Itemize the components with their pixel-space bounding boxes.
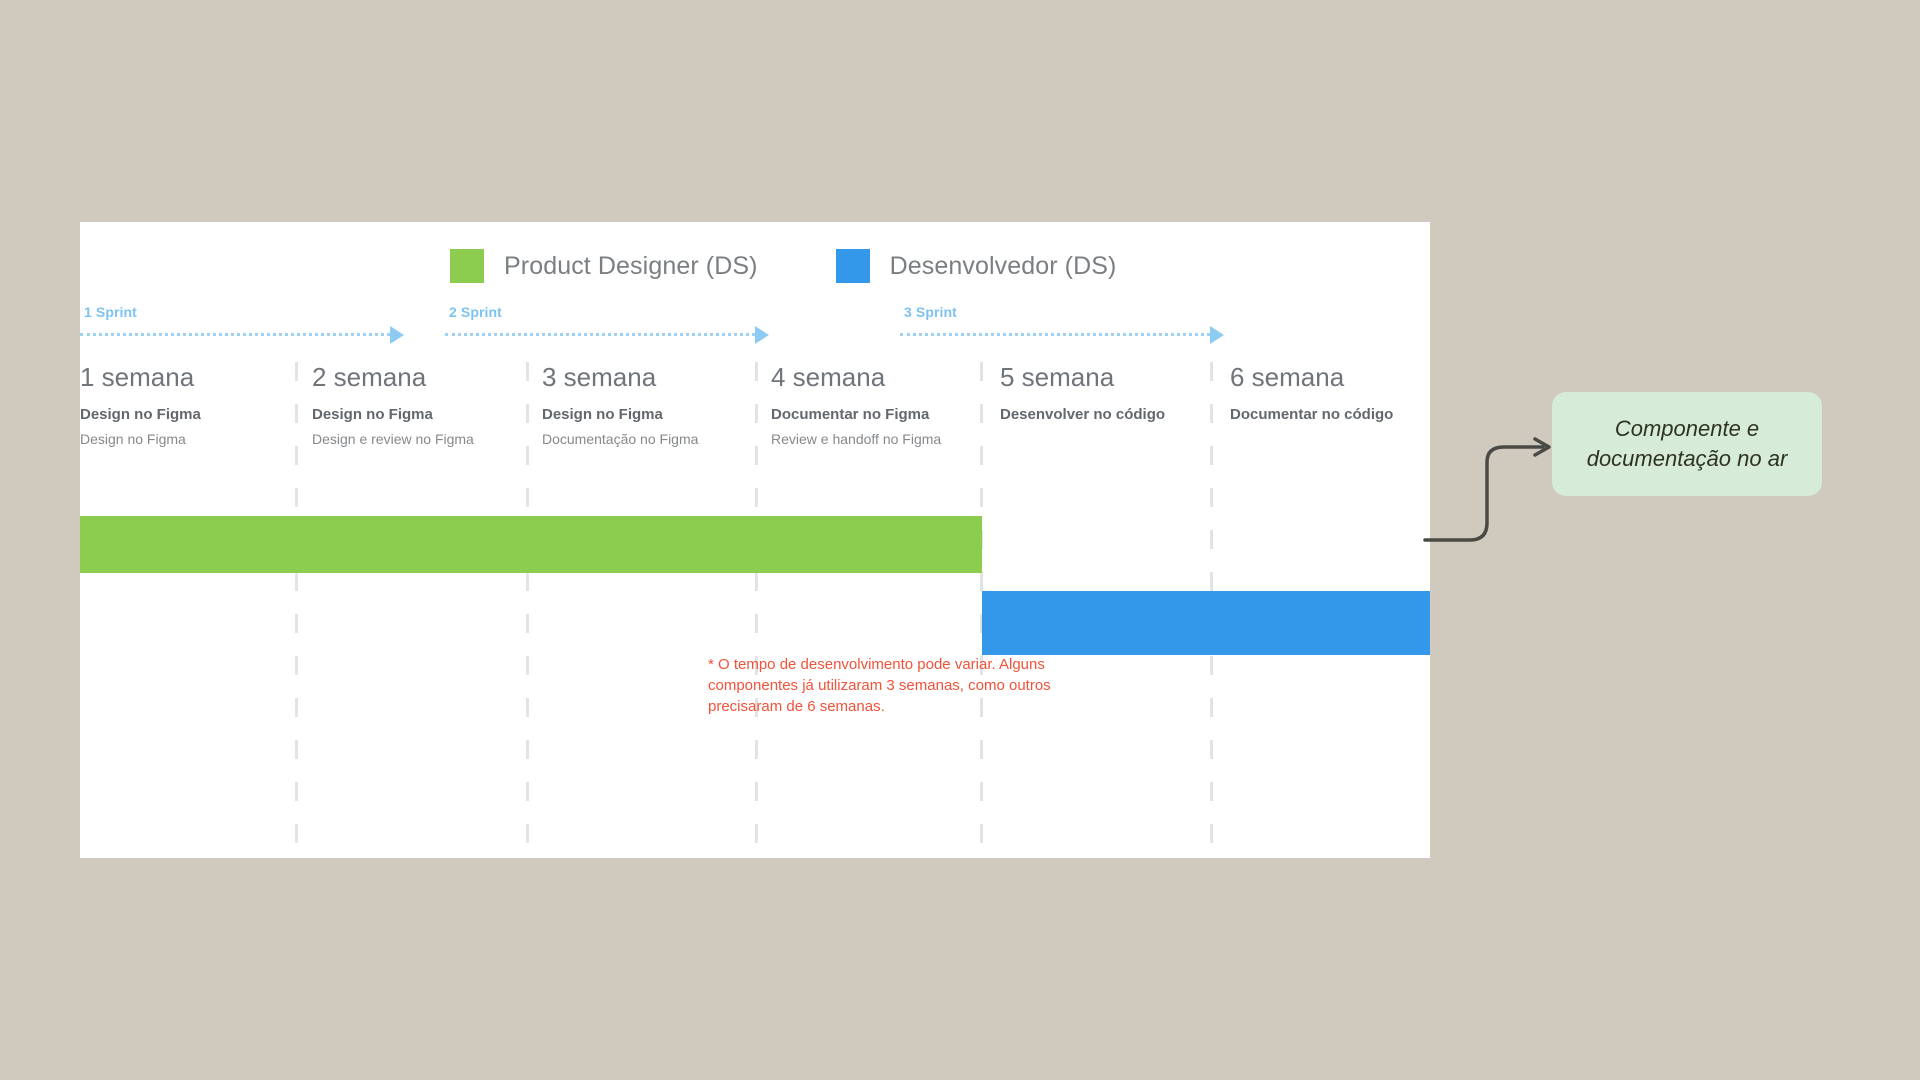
week-sub-3: Documentação no Figma [542, 431, 699, 447]
week-main-1: Design no Figma [80, 406, 201, 423]
sprint-arrow-icon-3 [1210, 326, 1224, 344]
connector-arrow-icon [1423, 437, 1551, 542]
column-divider-4 [980, 362, 983, 858]
sprint-arrow-icon-1 [390, 326, 404, 344]
sprint-band-2: 2 Sprint [445, 304, 777, 348]
gantt-bar-desenvolvedor[interactable] [982, 591, 1430, 655]
week-title-4: 4 semana [771, 362, 886, 392]
week-main-2: Design no Figma [312, 406, 433, 423]
week-column-4: 4 semana Documentar no Figma Review e ha… [771, 362, 986, 448]
legend-label-product-designer: Product Designer (DS) [504, 251, 758, 280]
sprint-band-3: 3 Sprint [900, 304, 1232, 348]
week-title-6: 6 semana [1230, 362, 1345, 392]
week-sub-1: Design no Figma [80, 431, 186, 447]
week-main-6: Documentar no código [1230, 406, 1394, 423]
sprint-band-1: 1 Sprint [80, 304, 412, 348]
sprint-label-2: 2 Sprint [449, 304, 502, 320]
sprint-label-3: 3 Sprint [904, 304, 957, 320]
column-divider-1 [295, 362, 298, 858]
legend: Product Designer (DS) Desenvolvedor (DS) [450, 249, 1116, 283]
legend-swatch-developer [835, 249, 870, 283]
week-column-2: 2 semana Design no Figma Design e review… [312, 362, 517, 448]
week-title-3: 3 semana [542, 362, 657, 392]
week-column-5: 5 semana Desenvolver no código [1000, 362, 1205, 431]
week-title-1: 1 semana [80, 362, 195, 392]
sprint-dotted-line-3 [900, 333, 1210, 336]
week-column-3: 3 semana Design no Figma Documentação no… [542, 362, 747, 448]
footnote-text: * O tempo de desenvolvimento pode variar… [708, 656, 1051, 715]
legend-item-desenvolvedor: Desenvolvedor (DS) [835, 249, 1117, 283]
week-sub-4: Review e handoff no Figma [771, 431, 942, 447]
sprint-label-1: 1 Sprint [84, 304, 137, 320]
gantt-bar-product-designer[interactable] [80, 516, 982, 573]
sprint-dotted-line-2 [445, 333, 755, 336]
week-main-3: Design no Figma [542, 406, 663, 423]
legend-label-desenvolvedor: Desenvolvedor (DS) [889, 251, 1117, 280]
legend-item-product-designer: Product Designer (DS) [450, 249, 758, 283]
callout-text: Componente e documentação no ar [1586, 416, 1788, 471]
sprint-dotted-line-1 [80, 333, 390, 336]
week-title-2: 2 semana [312, 362, 427, 392]
timeline-card: Product Designer (DS) Desenvolvedor (DS)… [80, 222, 1430, 858]
callout-box: Componente e documentação no ar [1552, 392, 1822, 496]
week-column-6: 6 semana Documentar no código [1230, 362, 1430, 431]
week-sub-2: Design e review no Figma [312, 431, 474, 447]
week-main-5: Desenvolver no código [1000, 406, 1166, 423]
week-main-4: Documentar no Figma [771, 406, 930, 423]
column-divider-2 [526, 362, 529, 858]
week-column-1: 1 semana Design no Figma Design no Figma [80, 362, 285, 448]
legend-swatch-designer [450, 249, 484, 283]
column-divider-3 [755, 362, 758, 858]
week-title-5: 5 semana [1000, 362, 1115, 392]
sprint-arrow-icon-2 [755, 326, 769, 344]
